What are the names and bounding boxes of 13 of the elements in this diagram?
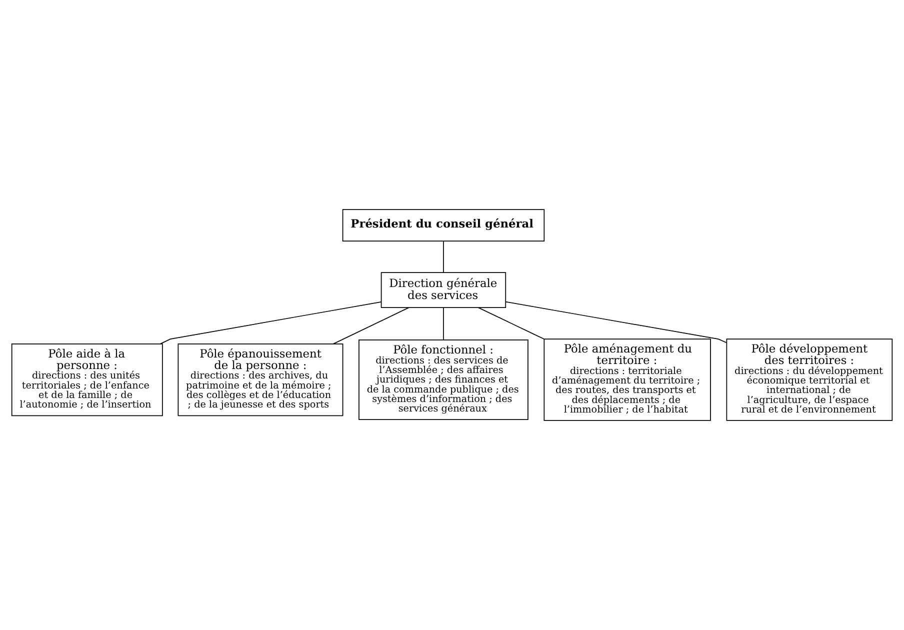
connector [443, 240, 444, 273]
connector [443, 307, 444, 340]
connector [160, 301, 382, 344]
connector [478, 307, 544, 340]
node-box: Pôle épanouissement de la personne : directions : des archives, du patrimoine et de la mémoire ; des collèges et de l’éducation ; de la jeunesse et des sports [178, 343, 344, 416]
node-box: Pôle développement des territoires : directions : du développement économique territorial et international ; de l’agriculture, de l’espace rural et de l’environnement [726, 338, 893, 421]
node-box: Pôle aide à la personne : directions : des unités territoriales ; de l’enfance et de la famille ; de l’autonomie ; de l’insertion [11, 343, 163, 416]
node-box: Pôle fonctionnel : directions : des services de l’Assemblée ; des affaires juridiques ; des finances et de la commande publique ; des systèmes d’information ; des services généraux [358, 340, 528, 420]
node-box: Président du conseil général [342, 209, 545, 242]
connector [505, 301, 727, 344]
connector [333, 307, 410, 344]
node-box: Direction générale des services [380, 272, 506, 308]
node-box: Pôle aménagement du territoire : directions : territoriale d’aménagement du territoire ; des routes, des transports et des déplacements ; de l’immobilier ; de l’habitat [544, 338, 711, 421]
